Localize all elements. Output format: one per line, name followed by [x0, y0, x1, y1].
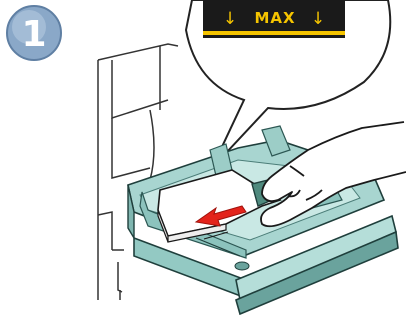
arrow-down-icon: ↓ — [311, 9, 325, 29]
max-fill-label: ↓ MAX ↓ — [203, 0, 345, 38]
max-label: MAX — [254, 9, 295, 27]
step-badge: 1 — [7, 6, 61, 60]
step-number: 1 — [21, 14, 46, 55]
arrow-down-icon: ↓ — [223, 9, 237, 29]
